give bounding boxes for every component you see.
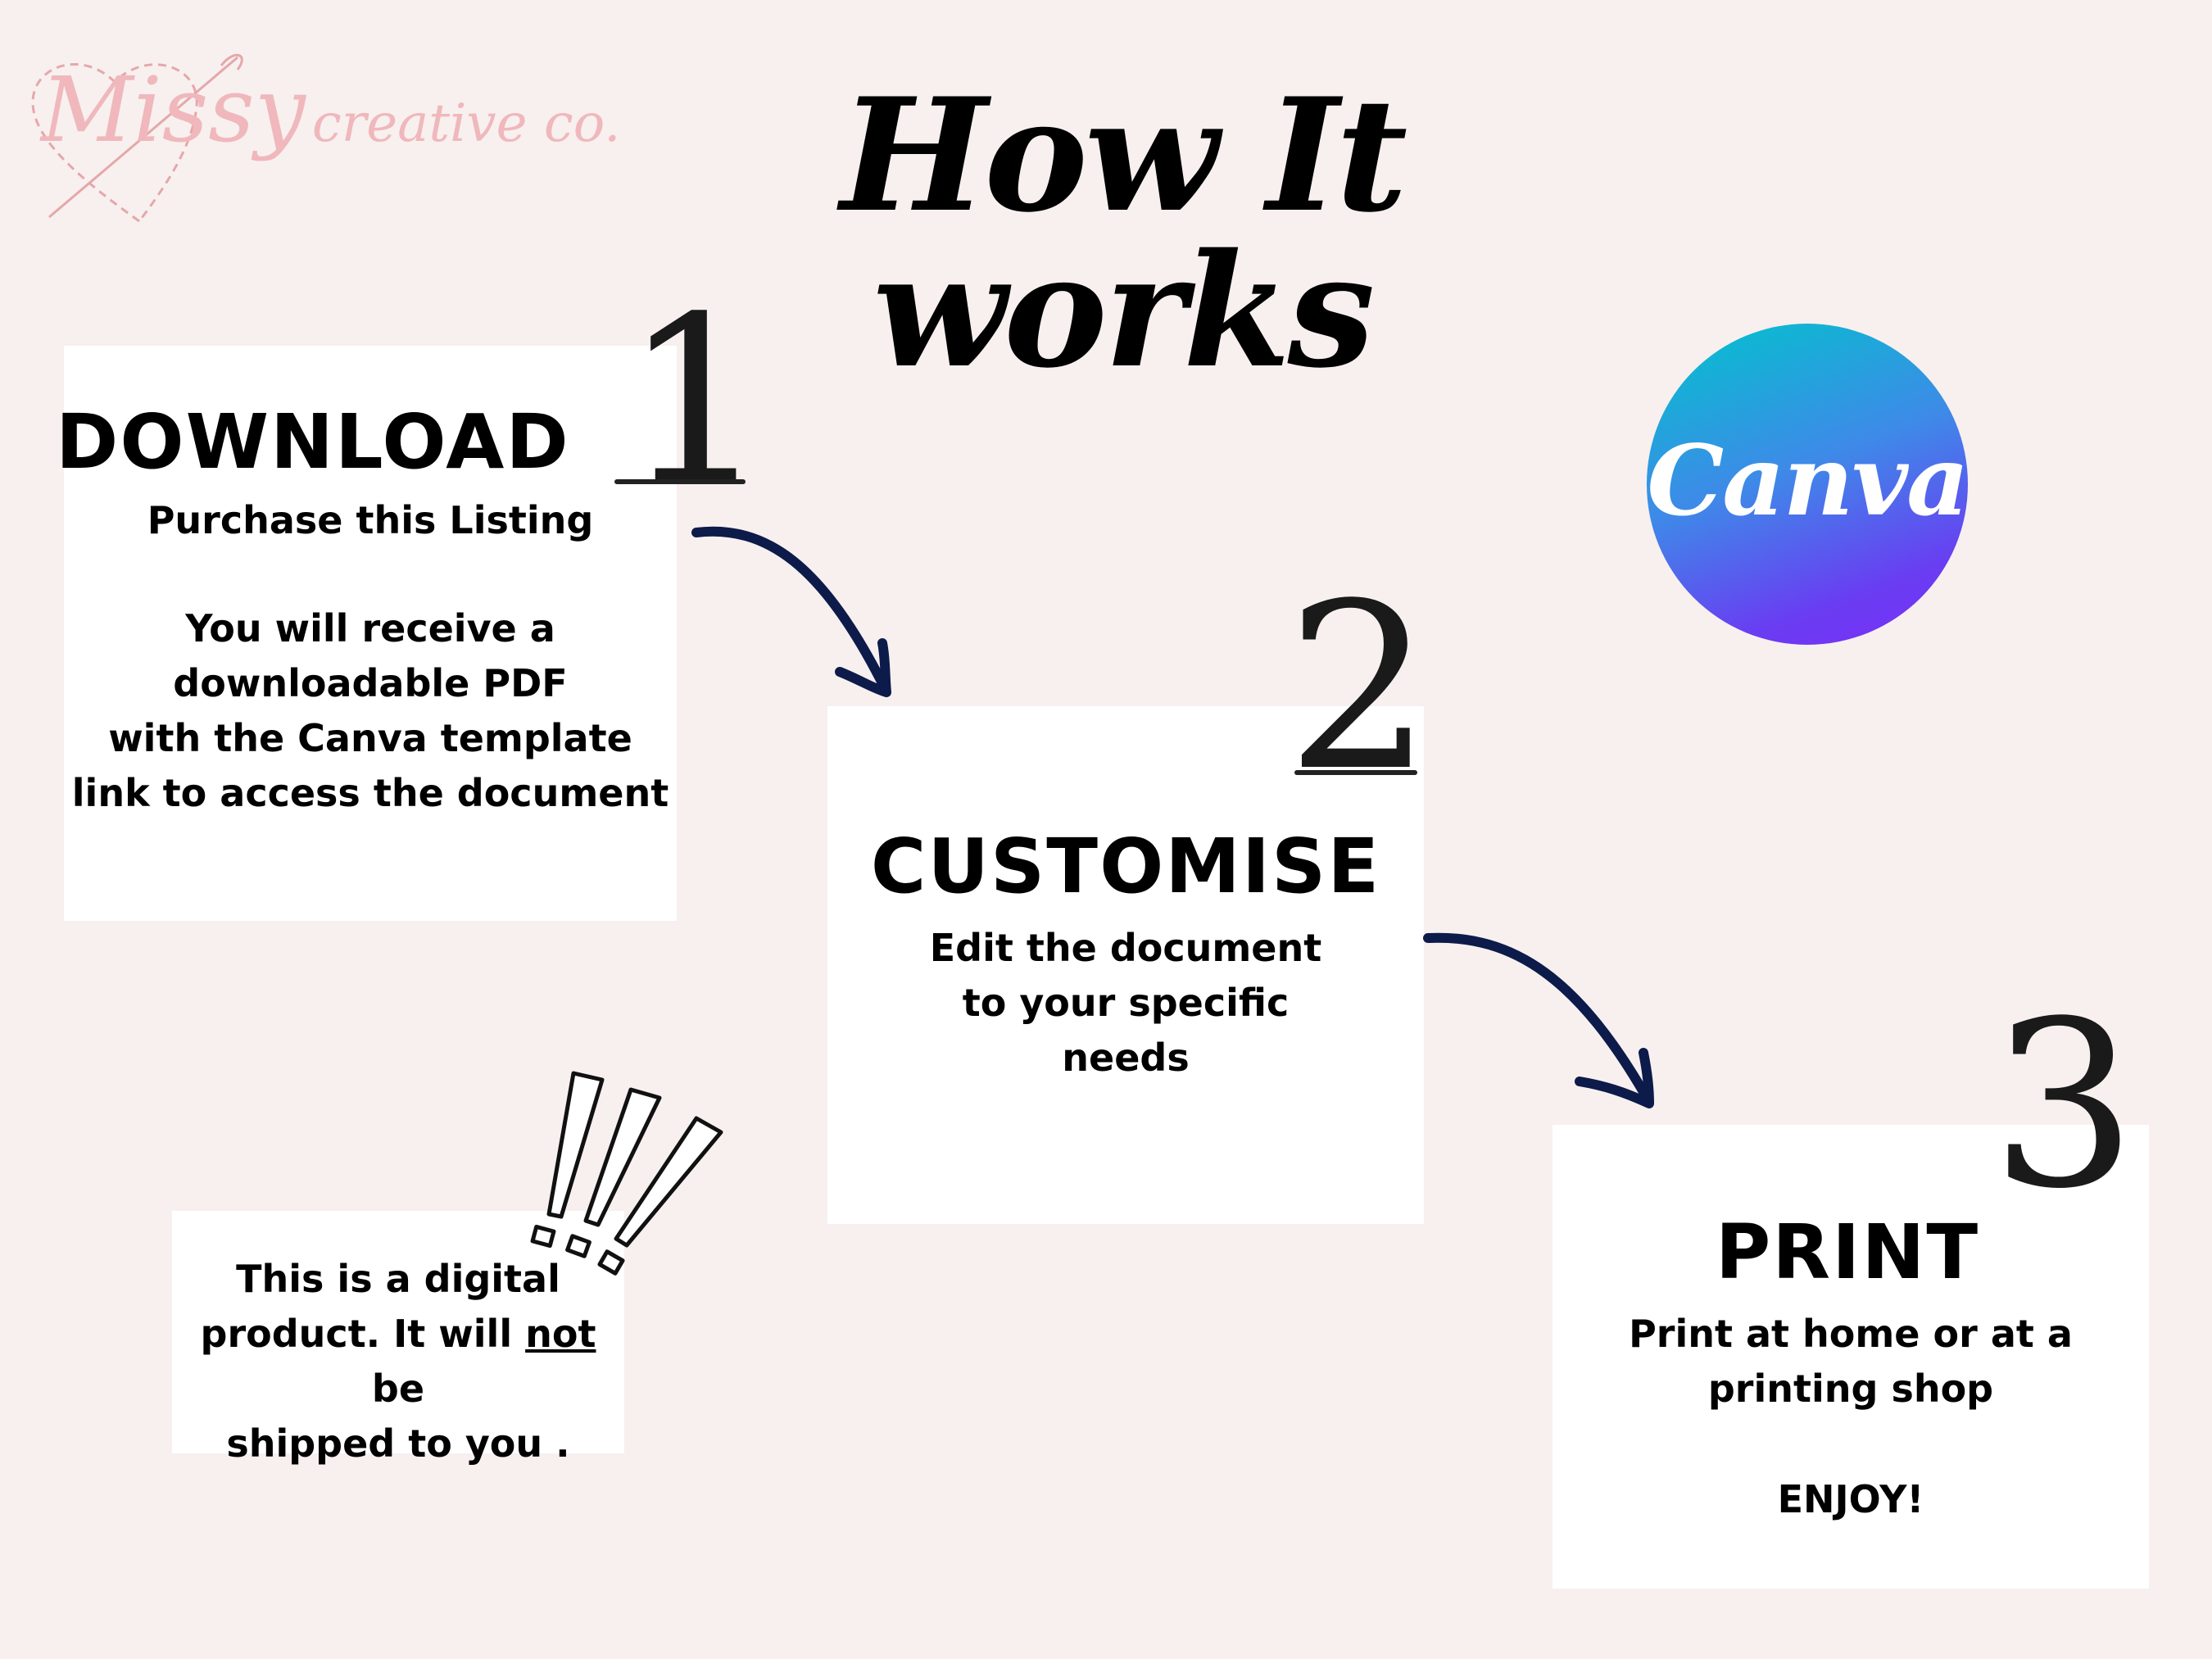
- digital-notice-text: This is a digital product. It will not b…: [172, 1252, 624, 1471]
- step-3-closing: ENJOY!: [1777, 1477, 1924, 1521]
- exclamation-marks-icon: [530, 1071, 723, 1276]
- step-2-number: 2: [1286, 555, 1433, 822]
- arrow-icon-step-2-to-3: [1423, 932, 1654, 1108]
- heart-icon: [31, 53, 243, 224]
- arrow-icon-step-1-to-2: [691, 526, 891, 697]
- step-3-card: PRINT Print at home or at a printing sho…: [1552, 1125, 2149, 1589]
- canva-logo: Canva: [1647, 324, 1969, 645]
- step-1-subtitle: Purchase this Listing: [147, 498, 594, 542]
- logo-name: Missy: [41, 57, 306, 162]
- step-1-number-underline: [614, 479, 746, 484]
- notice-text-before: This is a digital product. It will: [200, 1257, 560, 1356]
- step-1-number: 1: [623, 268, 769, 535]
- canva-wordmark: Canva: [1647, 423, 1969, 537]
- step-1-card: DOWNLOAD Purchase this Listing You will …: [56, 346, 677, 921]
- step-3-number: 3: [1991, 972, 2137, 1240]
- digital-notice-card: This is a digital product. It will not b…: [172, 1211, 624, 1466]
- step-1-heading: DOWNLOAD: [56, 398, 570, 486]
- logo-tagline: creative co.: [311, 93, 621, 154]
- step-1-description: You will receive a downloadable PDF with…: [71, 606, 669, 815]
- step-2-card: CUSTOMISE Edit the document to your spec…: [827, 706, 1424, 1224]
- step-2-description: Edit the document to your specific needs: [929, 926, 1322, 1080]
- step-3-heading: PRINT: [1715, 1208, 1980, 1296]
- step-2-number-underline: [1294, 770, 1417, 775]
- page-title: How It works: [840, 64, 1408, 402]
- notice-emphasis: not: [525, 1312, 596, 1356]
- step-2-heading: CUSTOMISE: [870, 823, 1381, 910]
- step-3-description: Print at home or at a printing shop: [1629, 1312, 2073, 1411]
- notice-text-after: be shipped to you .: [226, 1367, 570, 1466]
